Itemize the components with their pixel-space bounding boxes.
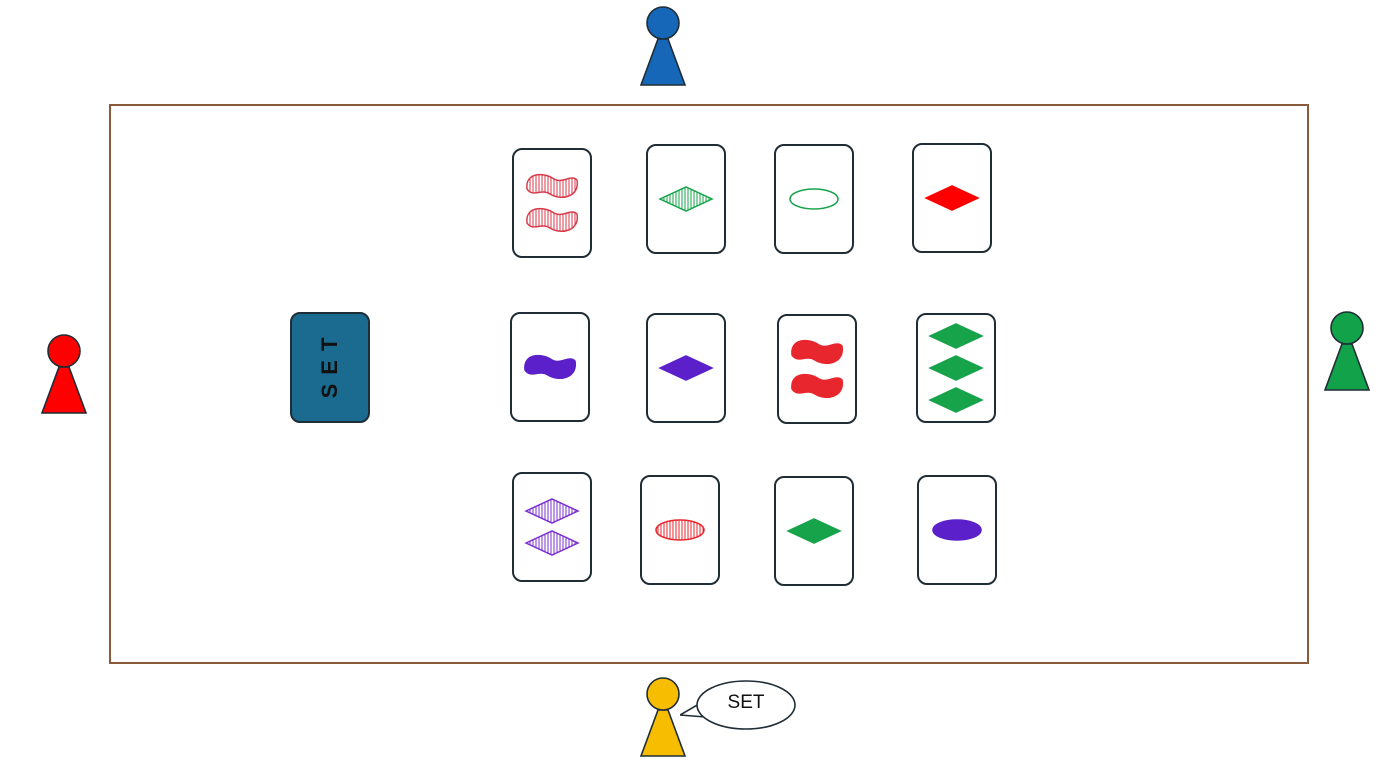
oval-icon <box>789 188 839 210</box>
diamond-icon <box>928 387 984 413</box>
diamond-icon <box>658 355 714 381</box>
diamond-icon <box>786 518 842 544</box>
set-card[interactable] <box>646 144 726 254</box>
squiggle-icon <box>791 339 843 364</box>
pawn-red-icon <box>40 334 88 414</box>
speech-bubble <box>680 680 796 730</box>
set-card[interactable] <box>774 144 854 254</box>
set-deck[interactable]: SET <box>290 312 370 423</box>
diamond-icon <box>924 185 980 211</box>
diamond-icon <box>524 498 580 524</box>
set-card[interactable] <box>646 313 726 423</box>
speech-text: SET <box>727 692 765 713</box>
squiggle-icon <box>526 173 578 198</box>
oval-icon <box>655 519 705 541</box>
game-table <box>109 104 1309 664</box>
diamond-icon <box>658 186 714 212</box>
squiggle-icon <box>791 373 843 398</box>
set-card[interactable] <box>916 313 996 423</box>
pawn-green-icon <box>1323 311 1371 391</box>
set-card[interactable] <box>917 475 997 585</box>
set-card[interactable] <box>774 476 854 586</box>
pawn-yellow-icon <box>639 677 687 757</box>
diamond-icon <box>524 530 580 556</box>
set-card[interactable] <box>777 314 857 424</box>
diamond-icon <box>928 355 984 381</box>
squiggle-icon <box>526 207 578 232</box>
set-card[interactable] <box>512 472 592 582</box>
pawn-blue-icon <box>639 6 687 86</box>
set-card[interactable] <box>912 143 992 253</box>
diamond-icon <box>928 323 984 349</box>
set-card[interactable] <box>512 148 592 258</box>
squiggle-icon <box>524 354 576 379</box>
set-card[interactable] <box>510 312 590 422</box>
oval-icon <box>932 519 982 541</box>
deck-label: SET <box>317 328 342 398</box>
set-card[interactable] <box>640 475 720 585</box>
